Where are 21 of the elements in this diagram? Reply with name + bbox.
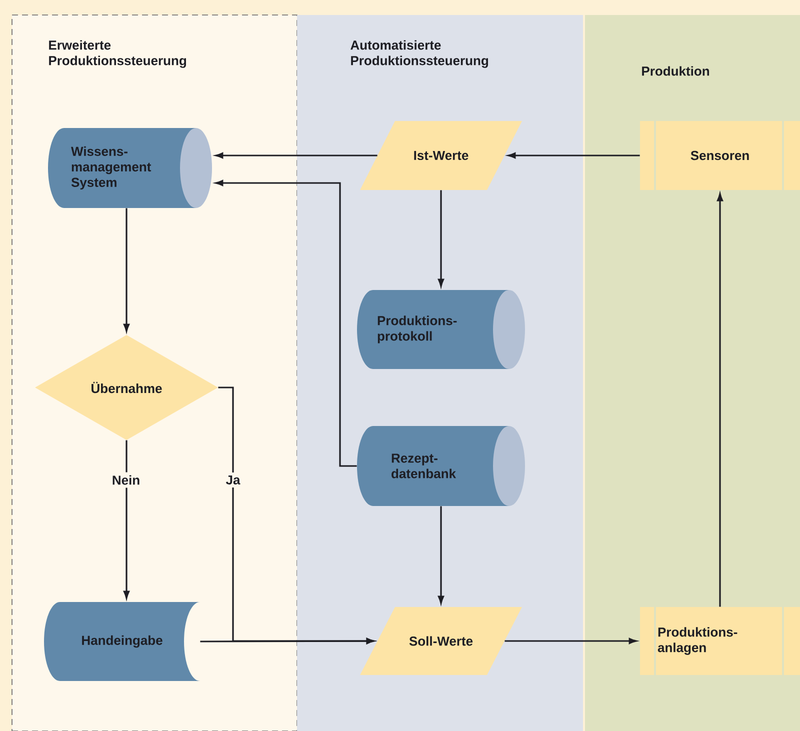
arrow	[438, 506, 444, 604]
data-parallelogram: Ist-Werte	[360, 121, 522, 190]
arrow	[124, 440, 130, 599]
lane-heading: Erweiterte Produktionssteuerung	[49, 40, 186, 68]
lane-heading: Automatisierte Produktionssteuerung	[350, 40, 488, 68]
arrow	[124, 208, 130, 332]
arrow	[200, 638, 374, 644]
lane-heading: Produktion	[642, 66, 710, 76]
database-cylinder: Rezept-datenbank	[357, 426, 525, 506]
arrow	[504, 638, 637, 644]
database-cylinder: Produktions-protokoll	[357, 290, 525, 369]
arrow	[717, 193, 724, 607]
data-parallelogram: Soll-Werte	[360, 607, 522, 675]
database-cylinder: Wissens-management System	[48, 128, 212, 208]
arrow	[508, 152, 640, 159]
process-box: Produktions-anlagen	[640, 607, 800, 675]
edge-label: Nein	[108, 472, 144, 488]
arrow	[215, 152, 378, 159]
arrow	[215, 180, 357, 467]
process-box: Sensoren	[640, 121, 800, 190]
arrow	[438, 190, 444, 287]
